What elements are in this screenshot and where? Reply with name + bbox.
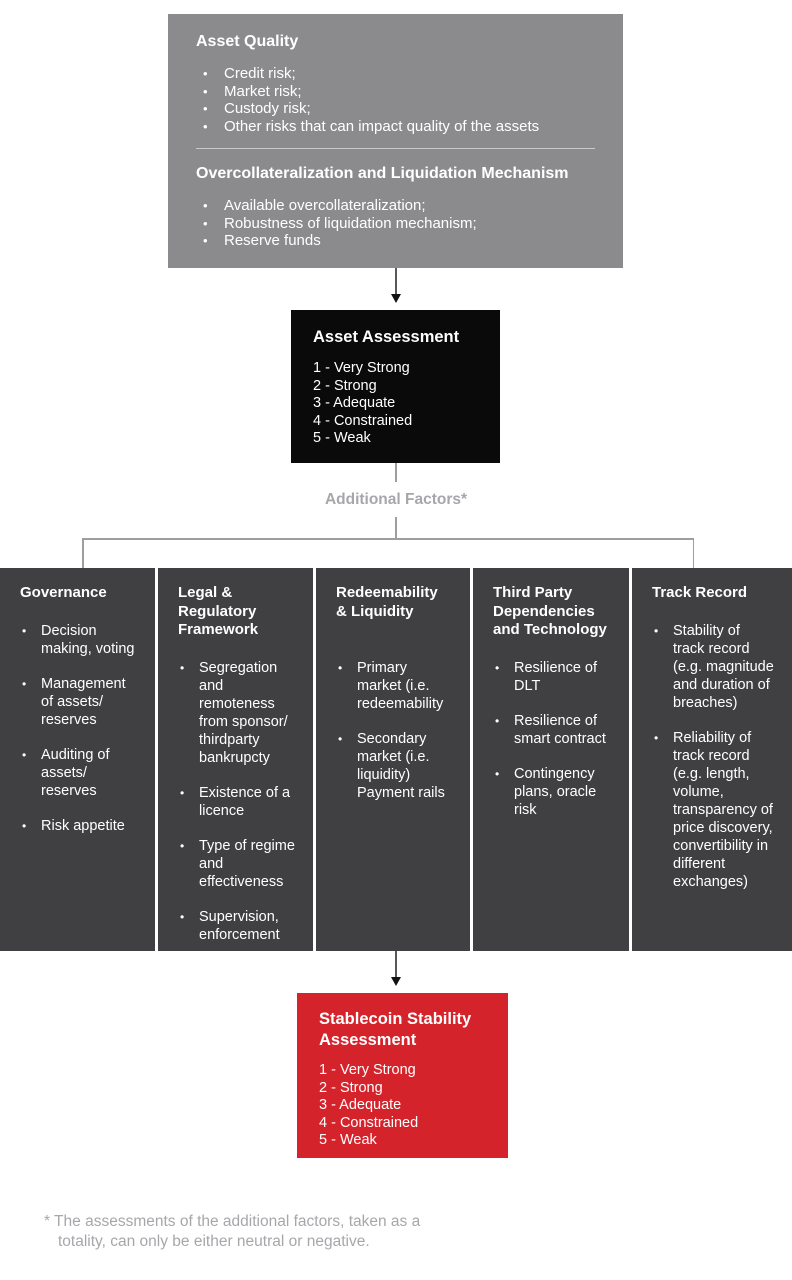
list-item: Secondary market (i.e. liquidity) Paymen… xyxy=(336,730,452,802)
scale-item: 3 - Adequate xyxy=(313,395,396,411)
factor-list: Segregation and remoteness from sponsor/… xyxy=(178,659,295,944)
asset-quality-box: Asset Quality Credit risk; Market risk; … xyxy=(168,14,623,268)
factor-list: Primary market (i.e. redeemability Secon… xyxy=(336,659,452,802)
factor-list: Resilience of DLT Resilience of smart co… xyxy=(493,659,611,819)
factor-box-redeemability-liquidity: Redeemability & Liquidity Primary market… xyxy=(316,568,470,951)
list-item: Custody risk; xyxy=(196,100,595,118)
stablecoin-stability-assessment-box: Stablecoin Stability Assessment 1 - Very… xyxy=(297,993,508,1158)
branch-horizontal-line xyxy=(82,538,694,540)
factor-box-track-record: Track Record Stability of track record (… xyxy=(632,568,792,951)
list-item: Decision making, voting xyxy=(20,622,137,658)
factor-title: Track Record xyxy=(652,584,748,601)
list-item: Other risks that can impact quality of t… xyxy=(196,118,595,136)
branch-drop-right xyxy=(692,538,694,568)
factor-list: Decision making, voting Management of as… xyxy=(20,622,137,835)
connector-line xyxy=(395,463,397,482)
list-item: Primary market (i.e. redeemability xyxy=(336,659,452,713)
list-item: Existence of a licence xyxy=(178,784,295,820)
scale-item: 4 - Constrained xyxy=(319,1114,419,1131)
factor-title: Legal & Regulatory Framework xyxy=(178,584,259,638)
factor-title: Redeemability & Liquidity xyxy=(336,584,438,620)
list-item: Auditing of assets/ reserves xyxy=(20,746,137,800)
factor-title: Third Party Dependencies and Technology xyxy=(493,584,607,638)
stablecoin-assessment-title: Stablecoin Stability Assessment xyxy=(319,1010,472,1049)
asset-quality-list: Credit risk; Market risk; Custody risk; … xyxy=(196,65,595,135)
factor-box-governance: Governance Decision making, voting Manag… xyxy=(0,568,155,951)
scale-item: 3 - Adequate xyxy=(319,1097,402,1113)
list-item: Segregation and remoteness from sponsor/… xyxy=(178,659,295,767)
list-item: Management of assets/ reserves xyxy=(20,675,137,729)
list-item: Risk appetite xyxy=(20,817,137,835)
branch-drop-left xyxy=(82,538,84,568)
scale-item: 2 - Strong xyxy=(319,1079,383,1096)
scale-item: 1 - Very Strong xyxy=(313,360,410,376)
overcollateralization-title: Overcollateralization and Liquidation Me… xyxy=(196,165,569,182)
list-item: Resilience of DLT xyxy=(493,659,611,695)
list-item: Stability of track record (e.g. magnitud… xyxy=(652,622,774,712)
list-item: Market risk; xyxy=(196,83,595,101)
asset-quality-title: Asset Quality xyxy=(196,33,299,50)
asset-assessment-box: Asset Assessment 1 - Very Strong 2 - Str… xyxy=(291,310,500,463)
list-item: Robustness of liquidation mechanism; xyxy=(196,215,595,233)
list-item: Contingency plans, oracle risk xyxy=(493,765,611,819)
arrow-down-icon xyxy=(391,294,401,303)
scale-item: 4 - Constrained xyxy=(313,412,413,429)
list-item: Type of regime and effectiveness xyxy=(178,837,295,891)
overcollateralization-list: Available overcollateralization; Robustn… xyxy=(196,197,595,250)
factor-title: Governance xyxy=(20,584,107,601)
scale-item: 1 - Very Strong xyxy=(319,1062,416,1078)
scale-item: 2 - Strong xyxy=(313,377,377,394)
footnote: * The assessments of the additional fact… xyxy=(44,1213,421,1250)
arrow-line xyxy=(395,951,397,978)
additional-factors-label: Additional Factors* xyxy=(324,491,468,508)
list-item: Reserve funds xyxy=(196,232,595,250)
factor-box-legal-regulatory: Legal & Regulatory Framework Segregation… xyxy=(158,568,313,951)
factor-row: Governance Decision making, voting Manag… xyxy=(0,568,792,951)
list-item: Resilience of smart contract xyxy=(493,712,611,748)
assessment-scale: 1 - Very Strong 2 - Strong 3 - Adequate … xyxy=(319,1062,486,1150)
asset-assessment-title: Asset Assessment xyxy=(313,328,460,346)
arrow-line xyxy=(395,268,397,295)
factor-list: Stability of track record (e.g. magnitud… xyxy=(652,622,774,891)
list-item: Credit risk; xyxy=(196,65,595,83)
factor-box-third-party-technology: Third Party Dependencies and Technology … xyxy=(473,568,629,951)
assessment-scale: 1 - Very Strong 2 - Strong 3 - Adequate … xyxy=(313,360,478,448)
list-item: Available overcollateralization; xyxy=(196,197,595,215)
scale-item: 5 - Weak xyxy=(319,1132,377,1148)
arrow-down-icon xyxy=(391,977,401,986)
list-item: Reliability of track record (e.g. length… xyxy=(652,729,774,891)
section-divider xyxy=(196,148,595,149)
scale-item: 5 - Weak xyxy=(313,430,371,446)
connector-line xyxy=(395,517,397,538)
list-item: Supervision, enforcement xyxy=(178,908,295,944)
